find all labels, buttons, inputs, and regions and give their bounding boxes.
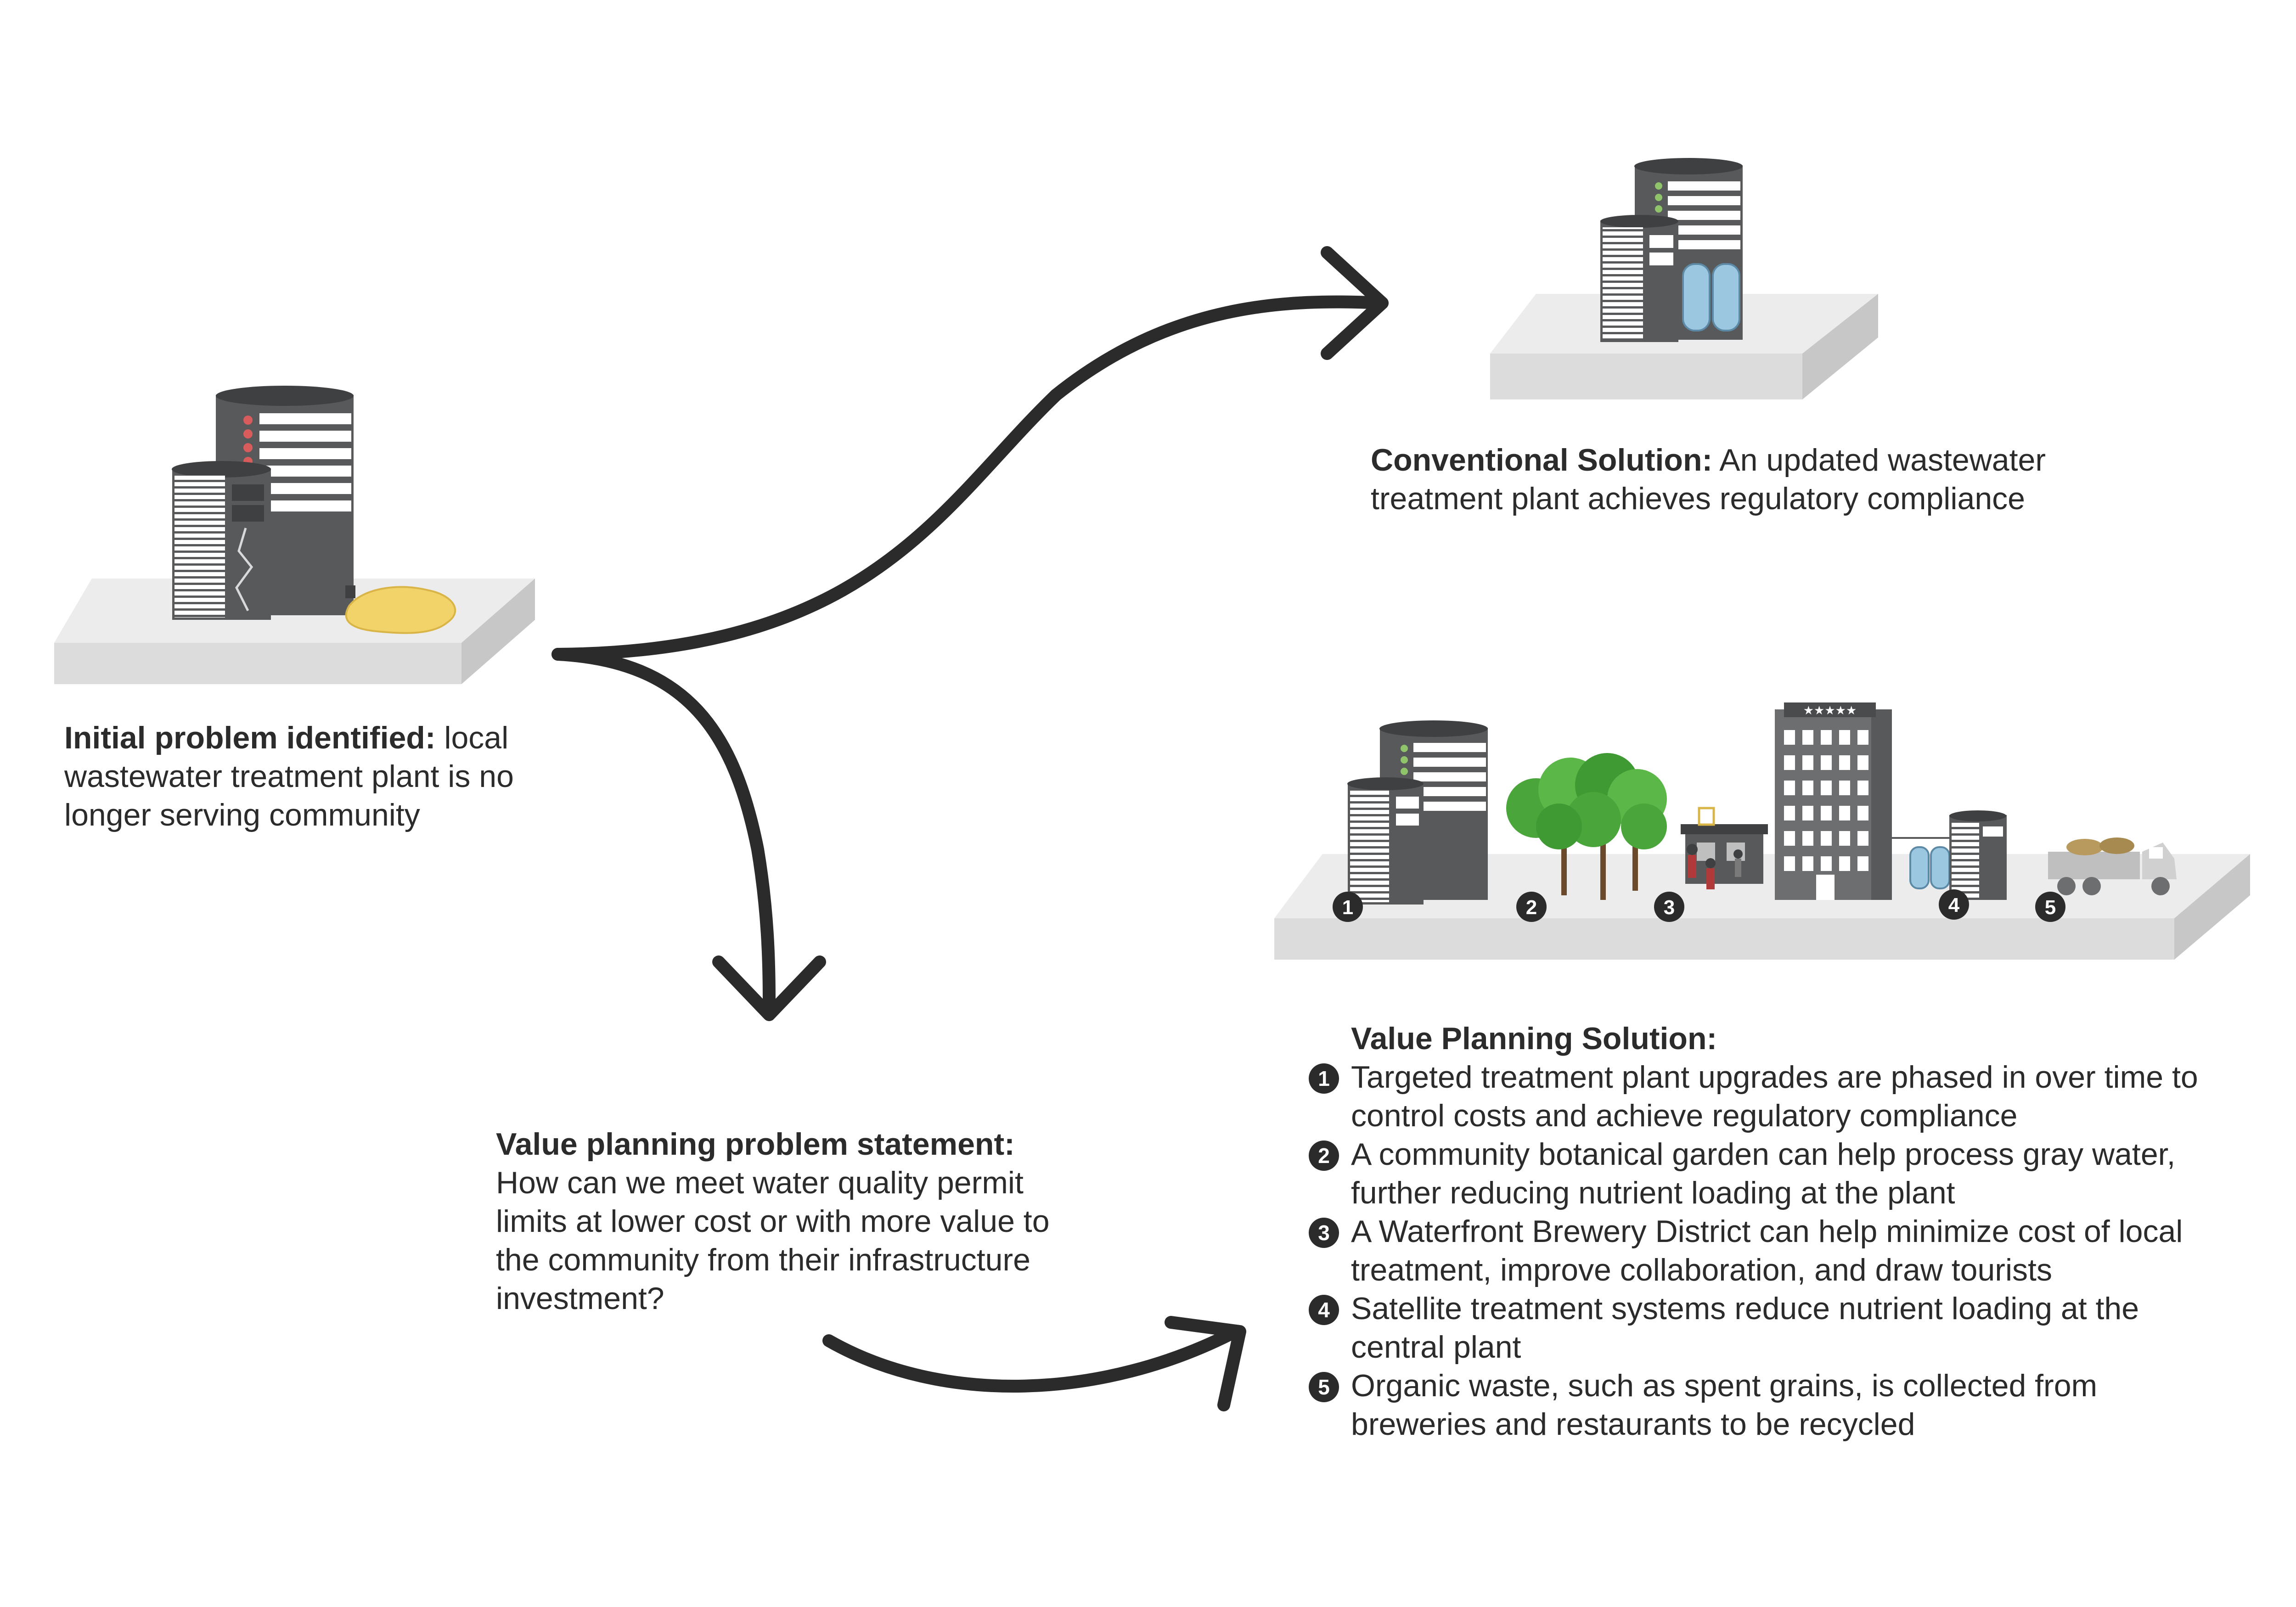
initial-problem-body: local wastewater treatment plant is no l… bbox=[64, 720, 514, 832]
problem-statement-text: Value planning problem statement: How ca… bbox=[496, 1125, 1088, 1318]
initial-short-tank-window-2 bbox=[232, 505, 264, 522]
value-planning-illustration: ★★★★★ 1 2 bbox=[1274, 702, 2250, 960]
initial-platform-side bbox=[461, 579, 535, 684]
scene-marker-3: 3 bbox=[1654, 892, 1684, 922]
value-plant-window-1 bbox=[1396, 797, 1419, 809]
people-icon bbox=[1687, 844, 1743, 889]
conventional-solution-body: An updated wastewater treatment plant ac… bbox=[1371, 443, 2046, 516]
conventional-short-tank-window-2 bbox=[1649, 253, 1673, 265]
value-planning-item: 5 Organic waste, such as spent grains, i… bbox=[1309, 1366, 2241, 1444]
scene-marker-5: 5 bbox=[2035, 892, 2065, 922]
value-platform-side bbox=[2174, 854, 2250, 960]
flow-arrows bbox=[551, 246, 1389, 1411]
value-planning-list: 1 Targeted treatment plant upgrades are … bbox=[1309, 1058, 2241, 1444]
value-planning-item-text: Satellite treatment systems reduce nutri… bbox=[1351, 1291, 2139, 1365]
numbered-marker: 4 bbox=[1309, 1295, 1339, 1325]
initial-tank-slats bbox=[259, 413, 351, 511]
arrow-to-conventional-head bbox=[1321, 246, 1389, 360]
value-planning-item-text: Organic waste, such as spent grains, is … bbox=[1351, 1368, 2098, 1442]
initial-platform-front bbox=[54, 643, 461, 684]
arrow-to-value-planning bbox=[822, 1325, 1242, 1393]
value-planning-item: 2 A community botanical garden can help … bbox=[1309, 1135, 2241, 1212]
arrow-to-value-planning-head bbox=[1165, 1316, 1246, 1411]
value-plant-status-lights bbox=[1401, 745, 1408, 775]
initial-problem-text: Initial problem identified: local wastew… bbox=[64, 719, 551, 834]
value-planning-item: 1 Targeted treatment plant upgrades are … bbox=[1309, 1058, 2241, 1135]
conventional-tank-slats bbox=[1668, 181, 1740, 249]
svg-text:5: 5 bbox=[2045, 896, 2056, 919]
value-plant-short-tank-stripes bbox=[1350, 790, 1389, 902]
scene-marker-4: 4 bbox=[1939, 889, 1969, 920]
value-planning-item-text: Targeted treatment plant upgrades are ph… bbox=[1351, 1060, 2198, 1133]
satellite-system-icon bbox=[1892, 810, 2007, 900]
svg-text:2: 2 bbox=[1526, 896, 1537, 919]
crack-icon bbox=[235, 528, 253, 612]
value-planning-item: 4 Satellite treatment systems reduce nut… bbox=[1309, 1289, 2241, 1366]
value-plant-window-2 bbox=[1396, 814, 1419, 826]
problem-statement-body: How can we meet water quality permit lim… bbox=[496, 1165, 1050, 1316]
value-plant-tall-tank-top bbox=[1379, 720, 1488, 737]
hotel-building-icon: ★★★★★ bbox=[1775, 702, 1892, 900]
numbered-marker: 1 bbox=[1309, 1063, 1339, 1094]
spill-puddle bbox=[345, 586, 456, 634]
hotel-stars: ★★★★★ bbox=[1803, 704, 1857, 718]
tree-icon bbox=[1506, 753, 1667, 900]
value-planning-heading: Value Planning Solution: bbox=[1351, 1021, 1717, 1056]
problem-statement-heading: Value planning problem statement: bbox=[496, 1127, 1015, 1162]
arrow-to-conventional bbox=[551, 295, 1389, 661]
conventional-short-tank-stripes bbox=[1603, 227, 1643, 340]
blue-tank-2 bbox=[1712, 263, 1740, 332]
blue-tank-1 bbox=[1682, 263, 1711, 332]
value-platform-front bbox=[1274, 918, 2174, 960]
conventional-tall-tank-top bbox=[1634, 158, 1743, 174]
numbered-marker: 5 bbox=[1309, 1372, 1339, 1402]
scene-marker-2: 2 bbox=[1516, 892, 1547, 922]
value-planning-item: 3 A Waterfront Brewery District can help… bbox=[1309, 1212, 2241, 1289]
initial-problem-heading: Initial problem identified: bbox=[64, 720, 436, 755]
value-planning-item-text: A Waterfront Brewery District can help m… bbox=[1351, 1214, 2183, 1287]
svg-text:4: 4 bbox=[1948, 894, 1960, 916]
initial-short-tank-top bbox=[172, 461, 271, 478]
conventional-platform-side bbox=[1802, 294, 1878, 399]
truck-icon bbox=[2048, 837, 2177, 895]
conventional-platform-front bbox=[1490, 354, 1802, 399]
initial-tall-tank-top bbox=[216, 386, 354, 406]
conventional-short-tank-top bbox=[1600, 215, 1678, 228]
grain-sacks-2 bbox=[2099, 837, 2134, 854]
value-planning-solution-text: Value Planning Solution: 1 Targeted trea… bbox=[1309, 1019, 2241, 1444]
svg-text:3: 3 bbox=[1664, 896, 1675, 919]
svg-text:1: 1 bbox=[1342, 896, 1353, 919]
arrow-to-problem-statement-head bbox=[712, 955, 826, 1021]
grain-sacks bbox=[2066, 839, 2103, 855]
value-plant-slats bbox=[1413, 743, 1486, 811]
initial-short-tank-stripes bbox=[174, 475, 225, 618]
scene-marker-1: 1 bbox=[1333, 892, 1363, 922]
value-plant-short-tank-top bbox=[1347, 777, 1424, 790]
numbered-marker: 3 bbox=[1309, 1218, 1339, 1248]
conventional-solution-text: Conventional Solution: An updated wastew… bbox=[1371, 441, 2060, 518]
initial-short-tank-window-1 bbox=[232, 484, 264, 501]
conventional-plant-illustration bbox=[1490, 158, 1878, 399]
conventional-short-tank-window-1 bbox=[1649, 235, 1673, 248]
numbered-marker: 2 bbox=[1309, 1141, 1339, 1171]
leak-pipe bbox=[345, 585, 355, 598]
value-planning-item-text: A community botanical garden can help pr… bbox=[1351, 1137, 2176, 1210]
arrow-to-problem-statement bbox=[551, 648, 776, 1017]
initial-plant-illustration bbox=[54, 386, 535, 684]
conventional-solution-heading: Conventional Solution: bbox=[1371, 443, 1713, 478]
